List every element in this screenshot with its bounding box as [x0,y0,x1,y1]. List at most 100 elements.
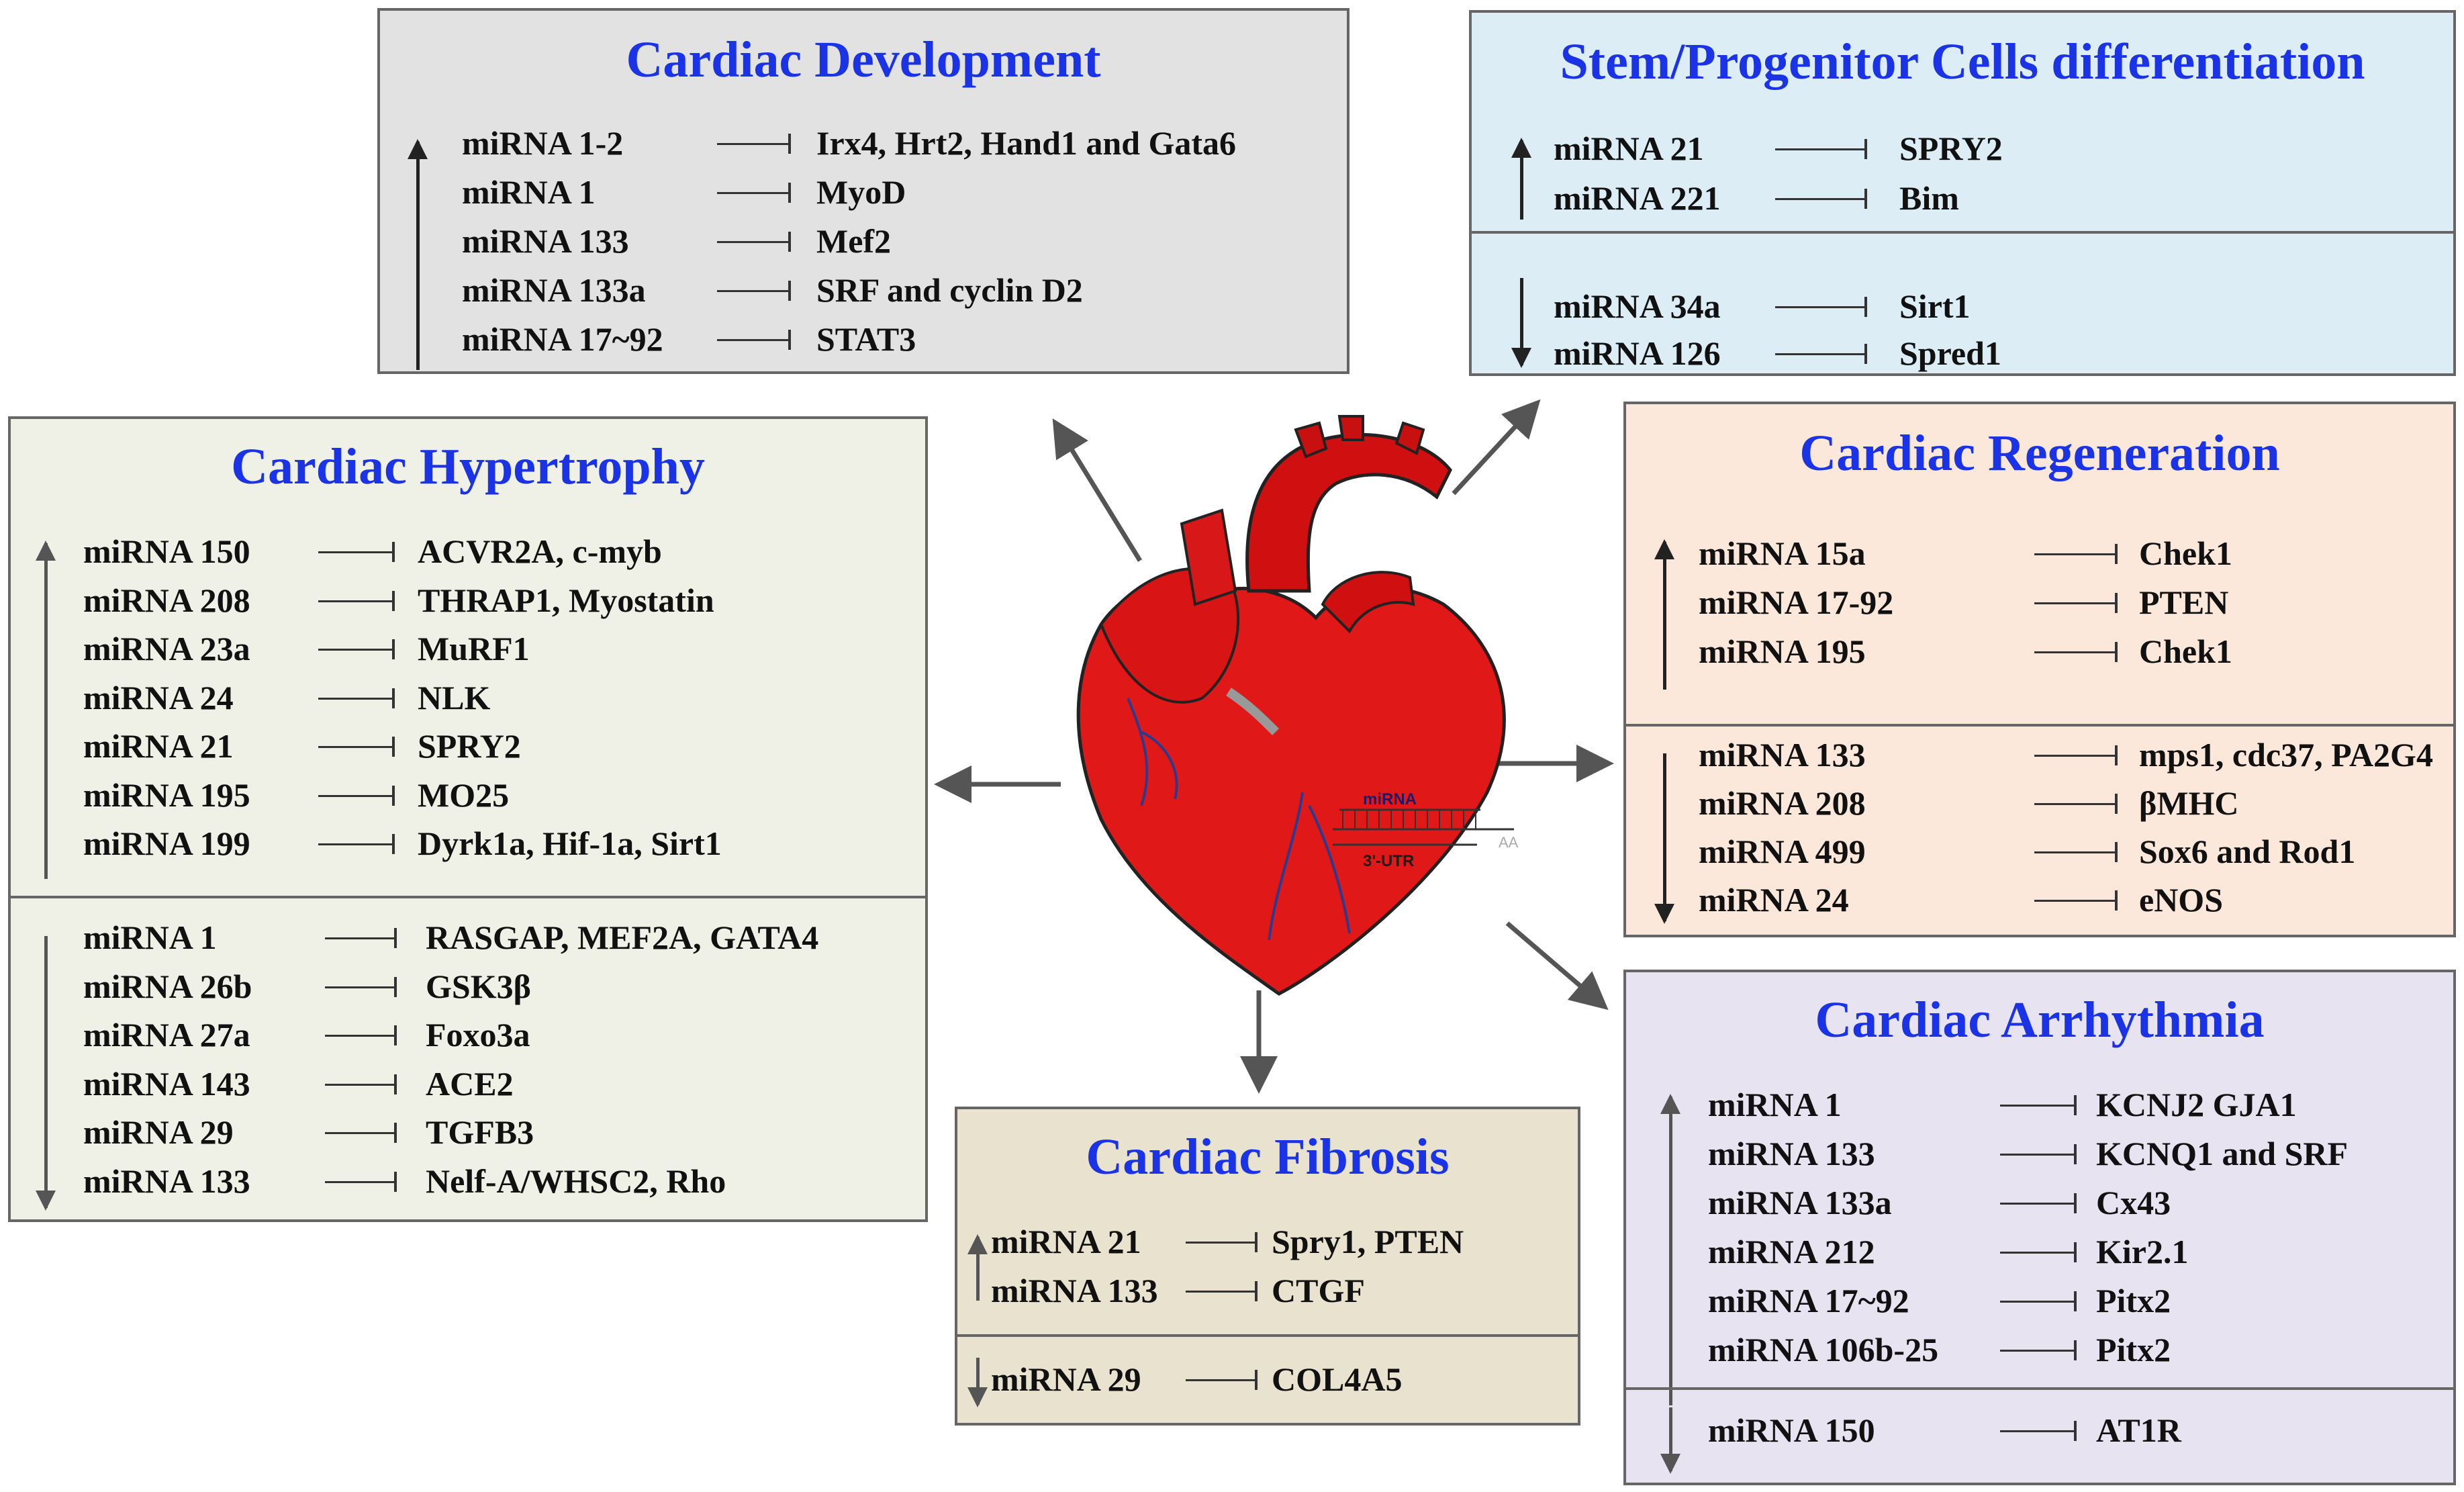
inhibition-symbol [717,232,791,252]
section-divider [957,1334,1578,1337]
mirna-name: miRNA 106b-25 [1708,1331,1939,1368]
inhibition-symbol [325,1123,397,1143]
target-gene: Cx43 [2096,1184,2171,1221]
inhibition-symbol [318,688,395,708]
target-gene: Sox6 and Rod1 [2139,833,2356,870]
mirna-name: miRNA 21 [991,1223,1141,1260]
target-gene: Dyrk1a, Hif-1a, Sirt1 [418,825,722,862]
mirna-name: miRNA 195 [1699,633,1866,670]
inhibition-symbol [2000,1291,2077,1311]
inhibition-symbol [2000,1340,2077,1360]
inhibition-symbol [2000,1421,2077,1441]
mirna-row: miRNA 133 Nelf-A/WHSC2, Rho [83,1160,956,1203]
inhibition-symbol [2034,544,2118,564]
inhibition-symbol [325,928,397,948]
inhibition-symbol [2000,1193,2077,1213]
panel-title: Cardiac Hypertrophy [231,438,705,495]
upregulation-arrow [408,139,428,370]
mirna-name: miRNA 21 [83,727,234,765]
target-gene: AT1R [2096,1411,2181,1449]
target-gene: CTGF [1272,1272,1365,1309]
mirna-name: miRNA 1-2 [462,124,624,162]
inhibition-symbol [2000,1242,2077,1262]
inhibition-symbol [2034,794,2118,814]
section-divider [1472,231,2453,234]
target-gene: Chek1 [2139,633,2232,670]
mirna-row: miRNA 150 ACVR2A, c-myb [83,530,956,573]
panel-title: Cardiac Fibrosis [1086,1129,1450,1185]
utr-label: 3'-UTR [1363,852,1414,870]
mirna-row: miRNA 17~92 Pitx2 [1708,1279,2464,1322]
target-gene: eNOS [2139,881,2223,919]
panel-title: Cardiac Regeneration [1799,425,2280,481]
target-gene: MuRF1 [418,630,530,667]
target-gene: βMHC [2139,784,2239,822]
target-gene: TGFB3 [426,1113,534,1151]
panel-cardiac-hypertrophy: Cardiac Hypertrophy miRNA 150 ACVR2A, c-m… [8,416,928,1222]
inhibition-symbol [2034,593,2118,613]
section-divider [1626,724,2453,727]
mirna-name: miRNA 1 [1708,1086,1842,1123]
target-gene: Spred1 [1899,334,2001,372]
mirna-name: miRNA 23a [83,630,250,667]
mirna-row: miRNA 1-2 Irx4, Hrt2, Hand1 and Gata6 [462,122,1335,165]
upregulation-arrow [36,541,56,879]
upregulation-arrow [1654,539,1674,690]
target-gene: Kir2.1 [2096,1233,2189,1270]
target-gene: Nelf-A/WHSC2, Rho [426,1162,726,1200]
mirna-name: miRNA 15a [1699,534,1866,572]
inhibition-symbol [1775,297,1867,317]
target-gene: Irx4, Hrt2, Hand1 and Gata6 [816,124,1237,162]
target-gene: STAT3 [816,320,916,358]
panel-title: Cardiac Arrhythmia [1815,992,2265,1048]
target-gene: SPRY2 [418,727,521,765]
mirna-label: miRNA [1363,790,1417,808]
mirna-name: miRNA 143 [83,1064,250,1103]
inhibition-symbol [717,330,791,350]
mirna-name: miRNA 27a [83,1016,250,1054]
target-gene: Sirt1 [1899,287,1971,325]
mirna-name: miRNA 126 [1554,334,1721,372]
upregulation-arrow [967,1234,988,1301]
polya-label: AA [1499,834,1519,851]
mirna-name: miRNA 133 [83,1162,250,1200]
mirna-name: miRNA 29 [83,1113,234,1151]
inhibition-symbol [2034,642,2118,662]
mirna-name: miRNA 17~92 [1708,1282,1909,1319]
target-gene: ACVR2A, c-myb [418,532,662,570]
mirna-name: miRNA 17-92 [1699,584,1894,621]
inhibition-symbol [2000,1144,2077,1164]
inhibition-symbol [325,1171,397,1192]
target-gene: Pitx2 [2096,1282,2171,1319]
section-divider [11,896,925,898]
mirna-name: miRNA 133 [1699,736,1866,774]
heart-icon: miRNA 3'-UTR AA [1076,415,1519,996]
mirna-row: miRNA 17~92 STAT3 [462,318,1335,361]
mirna-name: miRNA 133 [462,222,629,260]
mirna-row: miRNA 21 SPRY2 [83,725,956,767]
mirna-row: miRNA 195 Chek1 [1699,630,2464,673]
mirna-name: miRNA 17~92 [462,320,663,358]
mirna-name: miRNA 150 [83,532,250,570]
mirna-name: miRNA 1 [83,919,217,956]
downregulation-arrow [1654,753,1674,924]
mirna-name: miRNA 133a [462,271,646,309]
mirna-name: miRNA 208 [83,581,250,619]
upregulation-arrow [1660,1094,1680,1405]
